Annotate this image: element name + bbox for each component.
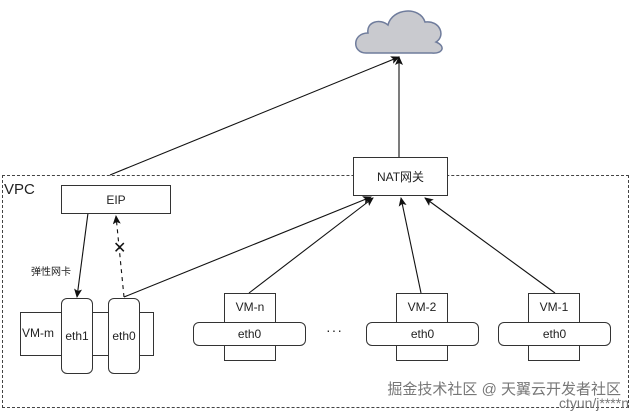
vm-2-eth0-label: eth0: [410, 327, 435, 341]
edge-eth0-eip-blocked: [112, 215, 125, 298]
elastic-nic-label: 弹性网卡: [31, 267, 71, 278]
edge-vm2-nat: [398, 197, 422, 294]
vm-m-eth1: eth1: [61, 298, 93, 374]
vm-1-eth0: eth0: [498, 322, 611, 346]
vm-m-eth0: eth0: [108, 298, 140, 374]
vm-m-eth0-label: eth0: [112, 329, 136, 343]
eip-label: EIP: [106, 192, 126, 207]
cloud-icon: [355, 10, 443, 54]
vm-1-label: VM-1: [539, 300, 569, 314]
vm-n-label: VM-n: [235, 300, 265, 314]
vm-2-label: VM-2: [407, 300, 437, 314]
vm-n-eth0-label: eth0: [237, 327, 262, 341]
watermark-author: ctyun/j****n: [558, 395, 629, 411]
nat-gateway-node: NAT网关: [353, 157, 448, 196]
vm-2-eth0: eth0: [366, 322, 479, 346]
edge-eip-cloud: [109, 56, 400, 176]
vm-m-label: VM-m: [22, 326, 54, 340]
edge-vmn-nat: [248, 197, 374, 294]
vpc-label: VPC: [4, 181, 35, 198]
vm-m-eth1-label: eth1: [65, 329, 89, 343]
blocked-x-icon: ✕: [113, 240, 127, 257]
edge-eip-eth1: [74, 212, 89, 298]
nat-gateway-label: NAT网关: [376, 170, 425, 184]
edge-vm1-nat: [424, 197, 556, 294]
vm-1-eth0-label: eth0: [542, 327, 567, 341]
watermark-text: 掘金技术社区 @ 天翼云开发者社区: [387, 381, 621, 398]
more-vms-ellipsis: ···: [326, 322, 343, 338]
vpc-boundary: [2, 175, 629, 408]
eip-node: EIP: [61, 185, 171, 214]
vm-n-eth0: eth0: [193, 322, 306, 346]
edge-eth0-nat: [123, 196, 372, 298]
